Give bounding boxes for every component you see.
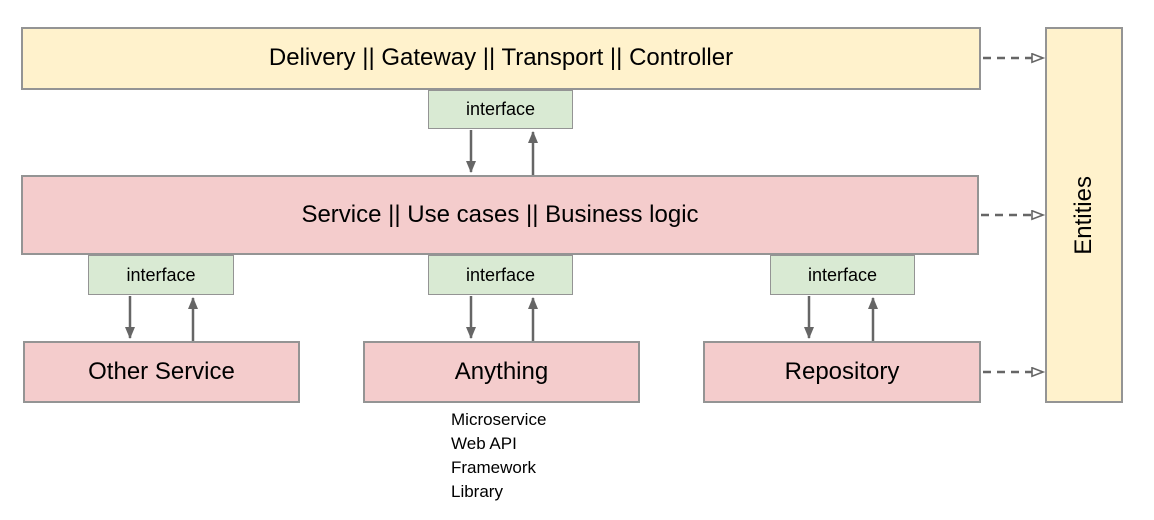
example-item: Microservice bbox=[451, 410, 547, 429]
interface-box-right: interface bbox=[770, 255, 915, 295]
example-item: Library bbox=[451, 482, 503, 501]
service-layer-label: Service || Use cases || Business logic bbox=[301, 200, 699, 228]
interface-box-center: interface bbox=[428, 255, 573, 295]
interface-label: interface bbox=[465, 99, 536, 119]
interface-label: interface bbox=[126, 264, 196, 285]
other-service-box: Other Service bbox=[23, 341, 300, 403]
repository-box: Repository bbox=[703, 341, 981, 403]
delivery-layer-label: Delivery || Gateway || Transport || Cont… bbox=[268, 44, 734, 72]
interface-label: interface bbox=[465, 264, 536, 285]
example-item: Web API bbox=[451, 434, 517, 453]
interface-label: interface bbox=[807, 264, 878, 285]
other-service-label: Other Service bbox=[88, 357, 235, 385]
example-item: Framework bbox=[451, 458, 537, 477]
repository-label: Repository bbox=[784, 357, 900, 385]
interface-box-top: interface bbox=[428, 90, 573, 129]
service-layer-box: Service || Use cases || Business logic bbox=[21, 175, 979, 255]
anything-label: Anything bbox=[454, 357, 549, 385]
anything-examples-list: Microservice Web API Framework Library bbox=[451, 408, 546, 504]
anything-box: Anything bbox=[363, 341, 640, 403]
delivery-layer-box: Delivery || Gateway || Transport || Cont… bbox=[21, 27, 981, 90]
entities-box: Entities bbox=[1045, 27, 1123, 403]
entities-label: Entities bbox=[1069, 175, 1097, 255]
interface-box-left: interface bbox=[88, 255, 234, 295]
